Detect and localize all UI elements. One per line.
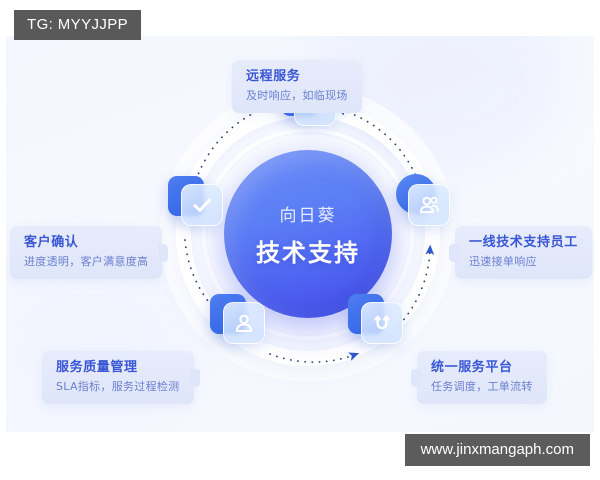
site-watermark: www.jinxmangaph.com [404,434,590,466]
hub-subtitle: 向日葵 [279,205,337,226]
label-subtitle: 及时响应，如临现场 [246,89,348,103]
tile-glass [408,184,450,226]
check-icon [193,198,211,212]
label-support-staff: 一线技术支持员工 迅速接单响应 [449,226,592,279]
label-subtitle: SLA指标，服务过程检测 [56,380,180,394]
tile-glass [181,184,223,226]
label-quality-management: 服务质量管理 SLA指标，服务过程检测 [42,351,200,404]
node-support-staff[interactable] [395,172,450,226]
label-subtitle: 任务调度，工单流转 [431,380,533,394]
user-badge-icon [235,314,253,333]
label-title: 统一服务平台 [431,360,513,375]
label-connector-nub [158,243,169,262]
label-unified-platform: 统一服务平台 任务调度，工单流转 [411,351,547,404]
label-title: 远程服务 [246,69,301,84]
tile-glass [223,302,265,344]
workflow-icon [374,315,390,330]
ring-inner-line [202,128,414,340]
tile-glass [361,302,403,344]
label-connector-nub [449,243,459,262]
users-icon [419,196,439,214]
label-title: 一线技术支持员工 [469,235,578,250]
hub-title: 技术支持 [256,238,360,267]
label-title: 服务质量管理 [56,360,138,375]
node-customer-confirm[interactable] [168,172,223,226]
hub-center: 向日葵 技术支持 [224,150,392,318]
node-quality-management[interactable] [210,290,265,344]
label-subtitle: 进度透明，客户满意度高 [24,255,149,269]
telegram-watermark: TG: MYYJJPP [14,10,142,40]
node-unified-platform[interactable] [348,290,403,344]
infographic-card: 远程服务 及时响应，如临现场 客户确认 进度透明，客户满意度高 一线技术支持员工… [6,36,594,432]
label-connector-nub [411,368,421,387]
label-customer-confirm: 客户确认 进度透明，客户满意度高 [10,226,169,279]
label-remote-service: 远程服务 及时响应，如临现场 [232,60,362,113]
label-connector-nub [189,368,200,387]
label-subtitle: 迅速接单响应 [469,255,537,269]
label-title: 客户确认 [24,235,79,250]
cycle-diagram: 向日葵 技术支持 [158,64,458,404]
